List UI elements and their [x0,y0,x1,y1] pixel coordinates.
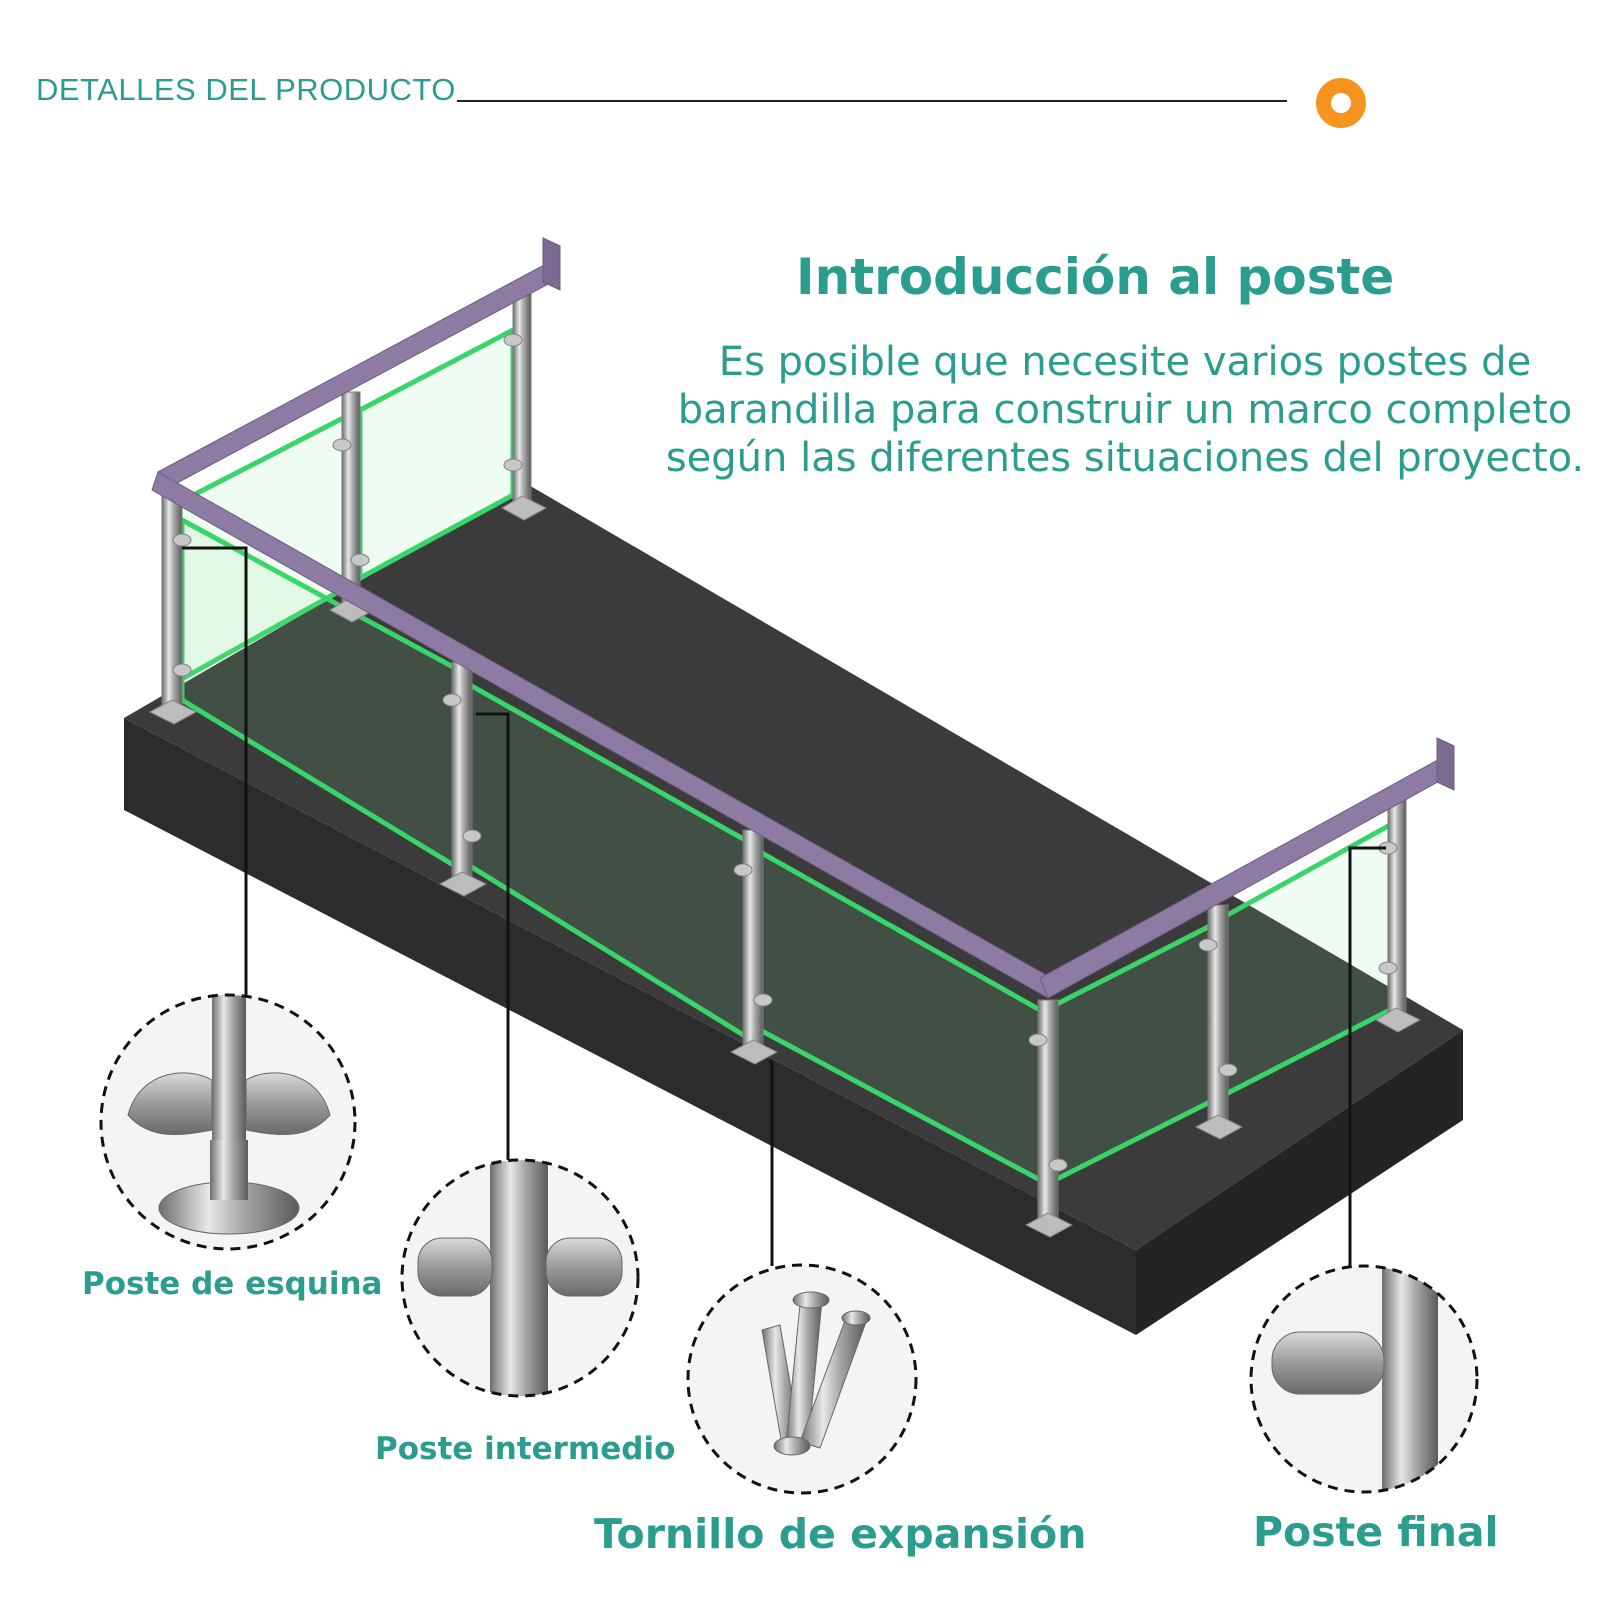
post-middle-2 [742,829,764,1053]
post-corner-right [1037,999,1059,1226]
label-end-post: Poste final [1253,1508,1499,1556]
post-base-plates [148,495,1422,1238]
intro-description-line: barandilla para construir un marco compl… [677,387,1573,433]
intro-description: Es posible que necesite varios postes de… [650,338,1600,482]
slab-right-face [1136,1030,1463,1335]
leader-corner-post [182,546,248,996]
intro-description-line: según las diferentes situaciones del pro… [665,435,1585,481]
post-right-end [1387,797,1407,1021]
post-right-1 [1207,904,1229,1128]
header-divider-line [457,100,1287,102]
label-intermediate-post: Poste intermedio [375,1431,676,1467]
callout-corner-post-detail [99,993,357,1251]
intro-title: Introducción al poste [796,248,1395,306]
glass-panels [177,325,1393,1185]
handrail-end-cap-back [542,237,561,291]
leader-expansion-bolt [768,1059,774,1266]
intro-description-line: Es posible que necesite varios postes de [718,339,1532,385]
section-header-label: DETALLES DEL PRODUCTO [36,72,456,107]
handrail-end-cap-right [1436,737,1455,791]
leader-intermediate-post [476,712,510,1160]
handrails [151,237,1455,999]
orange-ring-icon [1316,78,1366,128]
post-corner [161,493,183,713]
glass-clamps [172,333,1398,1172]
callout-intermediate-post-detail [400,1158,640,1398]
callout-expansion-bolt-detail [686,1263,918,1495]
leader-end-post [1348,846,1386,1267]
slab-front-face [124,718,1136,1335]
callout-leader-lines [182,546,1386,1267]
post-back-end [512,285,532,509]
callout-end-post-detail [1249,1264,1479,1494]
railing-posts [161,285,1407,1226]
label-corner-post: Poste de esquina [82,1266,383,1302]
label-expansion-bolt: Tornillo de expansión [594,1510,1087,1558]
